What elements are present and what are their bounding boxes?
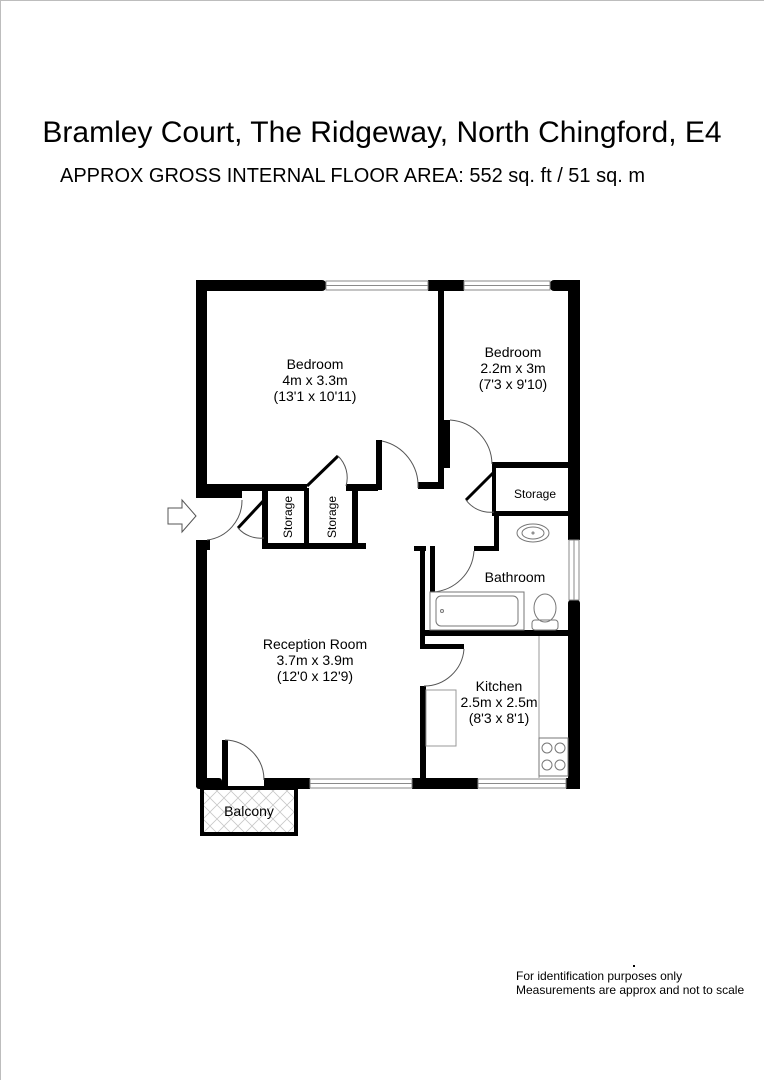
room-metric: 2.2m x 3m (480, 360, 546, 376)
internal-walls (207, 290, 570, 786)
room-name: Bedroom (484, 344, 542, 360)
disclaimer: For identification purposes only Measure… (516, 969, 744, 997)
room-metric: 2.5m x 2.5m (460, 694, 538, 710)
room-label-storage-b: Storage (325, 495, 339, 539)
room-name: Reception Room (262, 636, 368, 652)
footer-dot (633, 965, 635, 967)
toilet-icon (531, 593, 559, 631)
room-imperial: (7'3 x 9'10) (478, 376, 548, 392)
room-imperial: (13'1 x 10'11) (273, 388, 357, 404)
room-name: Bedroom (286, 356, 344, 372)
frame-border-top (0, 0, 764, 1)
disclaimer-line-2: Measurements are approx and not to scale (516, 983, 745, 997)
hob-4-rings-icon (538, 737, 569, 777)
wash-basin-icon (516, 523, 550, 543)
room-label-bathroom: Bathroom (484, 569, 546, 585)
room-name: Kitchen (475, 678, 523, 694)
room-imperial: (8'3 x 8'1) (468, 710, 530, 726)
room-label-storage-right: Storage (513, 487, 557, 501)
room-imperial: (12'0 x 12'9) (276, 668, 354, 684)
room-label-balcony: Balcony (224, 803, 274, 819)
frame-border-left (0, 0, 1, 1080)
balcony-area (200, 786, 298, 836)
room-label-reception: Reception Room 3.7m x 3.9m (12'0 x 12'9) (240, 636, 390, 684)
property-title: Bramley Court, The Ridgeway, North Ching… (42, 116, 722, 149)
doors (206, 419, 496, 788)
floor-area-subtitle: APPROX GROSS INTERNAL FLOOR AREA: 552 sq… (60, 165, 645, 187)
room-metric: 3.7m x 3.9m (276, 652, 354, 668)
room-label-bedroom-1: Bedroom 4m x 3.3m (13'1 x 10'11) (250, 356, 380, 404)
outer-walls (196, 280, 580, 789)
entrance-arrow-icon (167, 498, 197, 534)
disclaimer-line-1: For identification purposes only (516, 969, 683, 983)
bathtub-icon (429, 591, 525, 631)
room-label-storage-a: Storage (281, 495, 295, 539)
room-metric: 4m x 3.3m (282, 372, 348, 388)
windows (309, 280, 580, 789)
room-label-bedroom-2: Bedroom 2.2m x 3m (7'3 x 9'10) (458, 344, 568, 392)
room-label-kitchen: Kitchen 2.5m x 2.5m (8'3 x 8'1) (454, 678, 544, 726)
